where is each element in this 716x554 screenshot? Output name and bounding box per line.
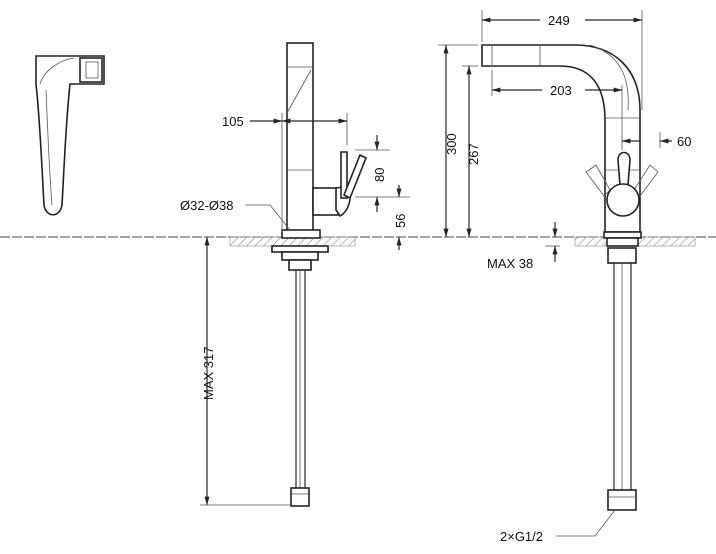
dim-height-spout: 267	[466, 143, 481, 165]
dim-max-counter-thickness: MAX 38	[487, 256, 533, 271]
front-view-dimensions	[438, 10, 672, 537]
dim-lever-offset: 60	[677, 134, 691, 149]
dim-spout-reach-inner: 203	[550, 83, 572, 98]
dim-height-total: 300	[444, 133, 459, 155]
dim-lever-height: 80	[372, 168, 387, 182]
dim-hole-diameter: Ø32-Ø38	[180, 198, 233, 213]
front-view-faucet	[481, 44, 696, 511]
dim-lever-base-height: 56	[393, 214, 408, 228]
side-view-faucet	[229, 42, 368, 507]
dim-max-hose-length: MAX 317	[201, 347, 216, 400]
dim-connections: 2×G1/2	[500, 529, 543, 544]
dim-side-reach: 105	[222, 114, 244, 129]
top-view	[35, 55, 105, 216]
side-view-dimensions	[200, 113, 410, 506]
dim-spout-reach-total: 249	[548, 13, 570, 28]
